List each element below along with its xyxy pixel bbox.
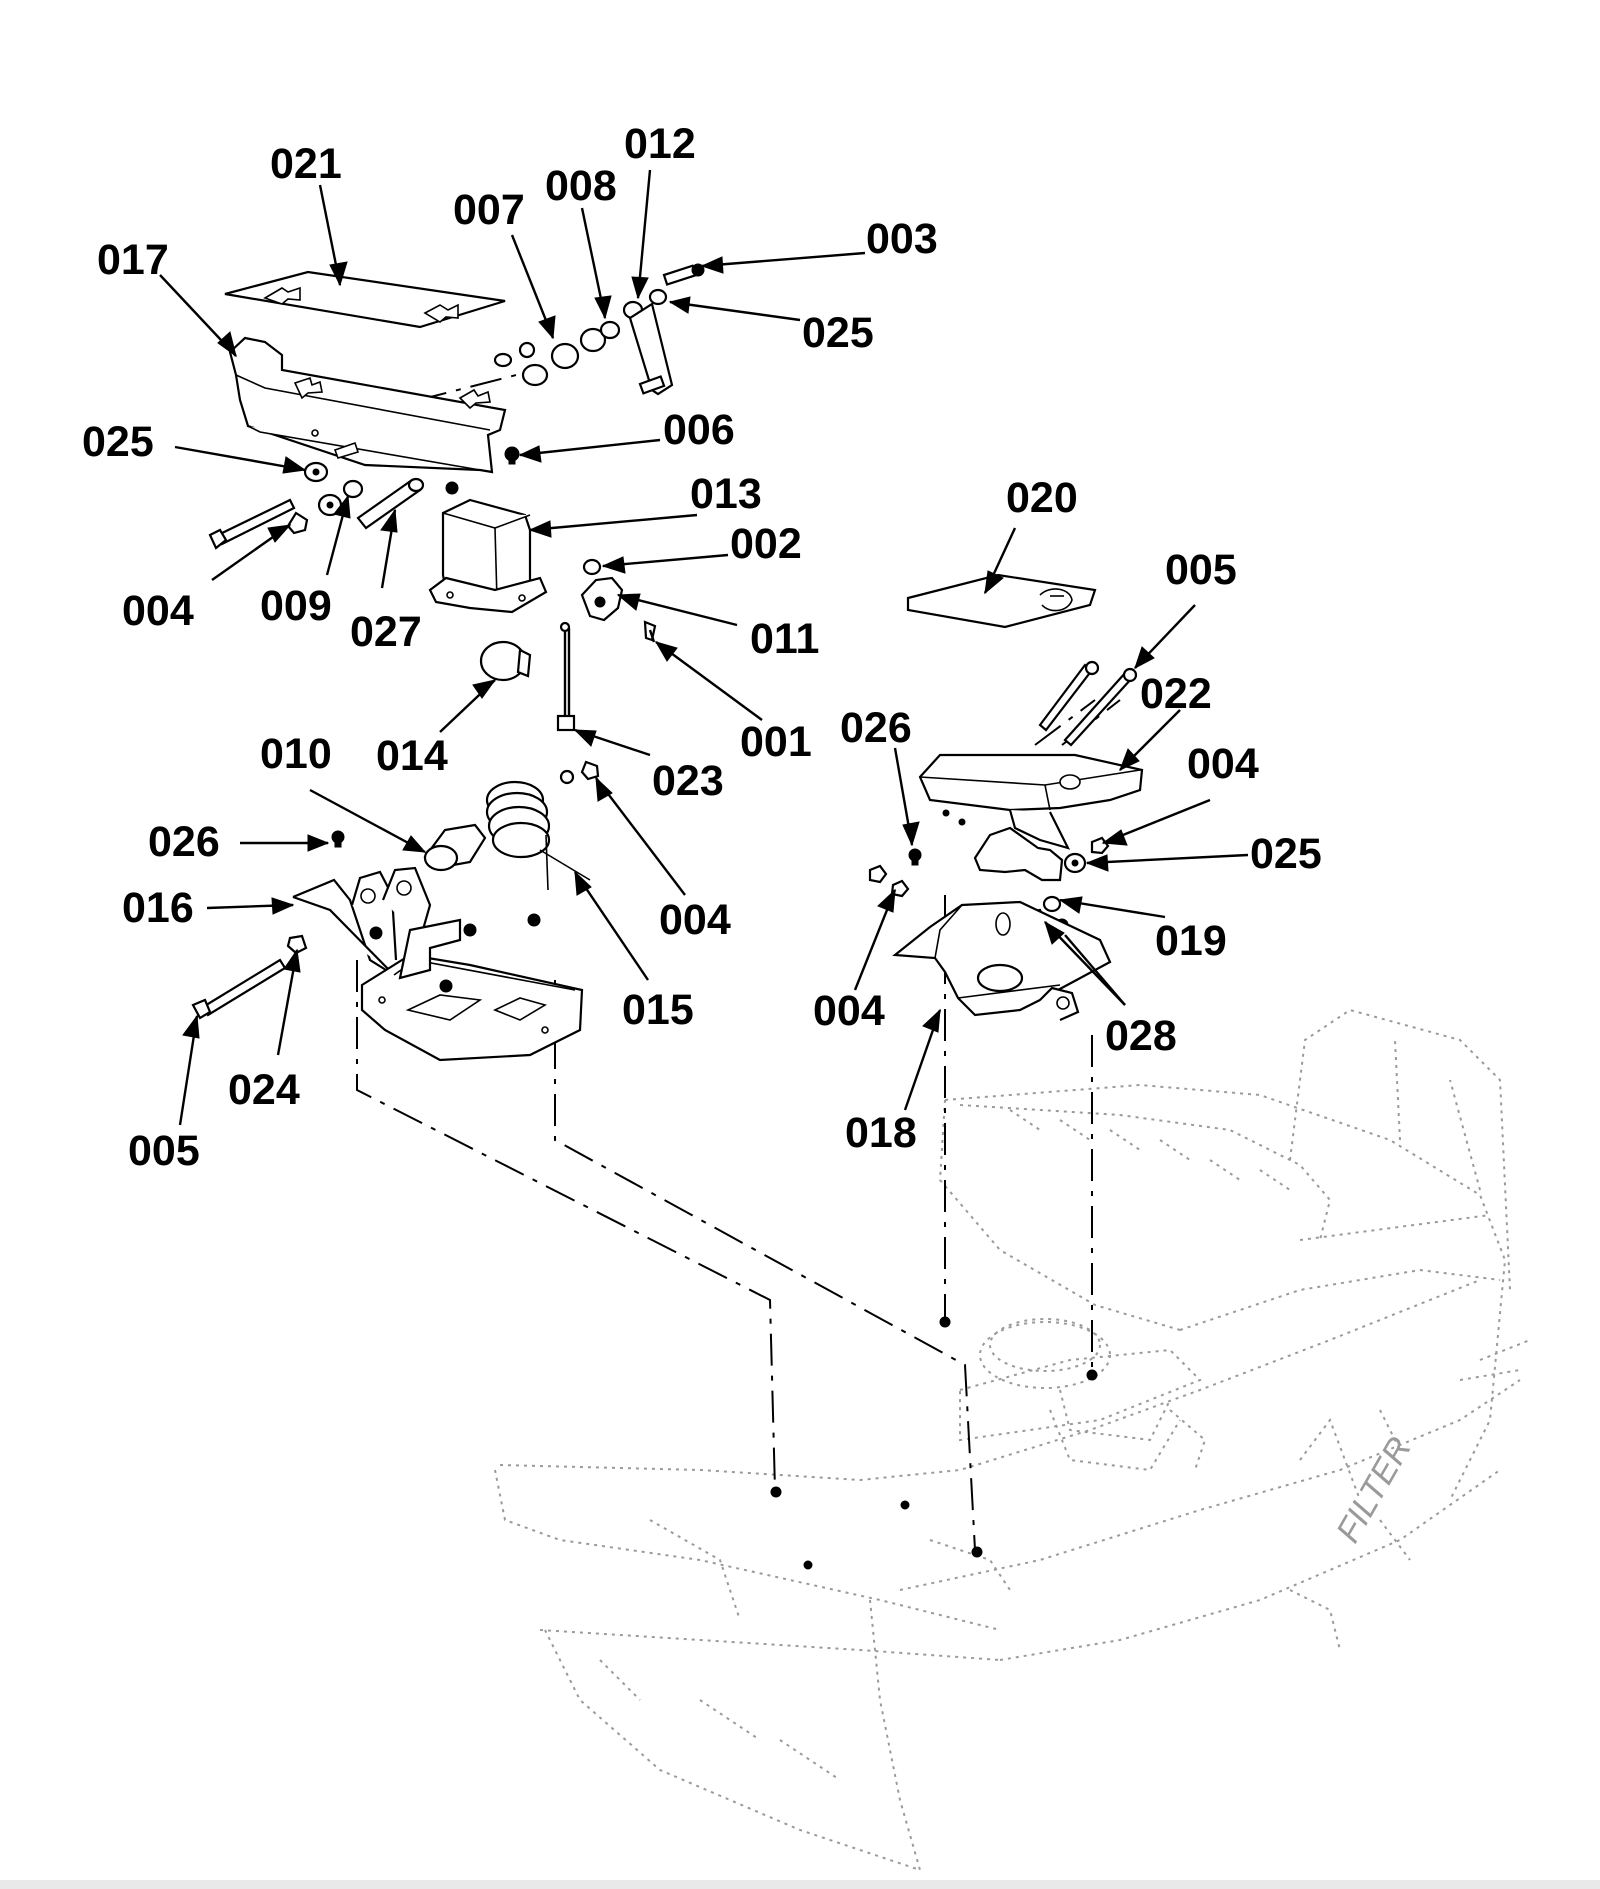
right-bolts-005 bbox=[1038, 660, 1138, 747]
cam-assembly bbox=[580, 558, 657, 643]
callout-010: 010 bbox=[260, 730, 332, 778]
callout-025-right: 025 bbox=[1250, 830, 1322, 878]
callout-002: 002 bbox=[730, 520, 802, 568]
callout-007: 007 bbox=[453, 186, 525, 234]
callout-019: 019 bbox=[1155, 917, 1227, 965]
callout-026-left: 026 bbox=[148, 818, 220, 866]
callout-005-left: 005 bbox=[128, 1127, 200, 1175]
decal-020 bbox=[906, 573, 1097, 629]
screw-006 bbox=[504, 446, 520, 465]
callout-001: 001 bbox=[740, 718, 812, 766]
bushing-010 bbox=[423, 823, 487, 872]
callout-004-mid: 004 bbox=[659, 896, 731, 944]
callout-labels: 021 017 007 008 012 003 025 025 006 013 … bbox=[82, 120, 1322, 1175]
callout-015: 015 bbox=[622, 986, 694, 1034]
callout-026-right: 026 bbox=[840, 704, 912, 752]
callout-011: 011 bbox=[750, 615, 819, 663]
callout-017: 017 bbox=[97, 236, 169, 284]
callout-028: 028 bbox=[1105, 1012, 1177, 1060]
spring-nut bbox=[559, 760, 600, 785]
callout-027: 027 bbox=[350, 608, 422, 656]
callout-022: 022 bbox=[1140, 670, 1212, 718]
callout-020: 020 bbox=[1006, 474, 1078, 522]
leader-lines bbox=[159, 169, 1249, 1126]
leader-arrowheads bbox=[182, 256, 1155, 1039]
bottom-edge-band bbox=[0, 1880, 1600, 1889]
callout-016: 016 bbox=[122, 884, 194, 932]
callout-023: 023 bbox=[652, 757, 724, 805]
pedal-022 bbox=[918, 753, 1144, 882]
callout-004-right: 004 bbox=[1187, 740, 1259, 788]
callout-013: 013 bbox=[690, 470, 762, 518]
callout-024: 024 bbox=[228, 1066, 300, 1114]
bracket-016 bbox=[292, 866, 584, 1062]
callout-005-right: 005 bbox=[1165, 546, 1237, 594]
knob-rod-assembly bbox=[479, 621, 576, 732]
callout-025-top: 025 bbox=[802, 309, 874, 357]
callout-025-left: 025 bbox=[82, 418, 154, 466]
callout-004-left: 004 bbox=[122, 587, 194, 635]
mower-body-lettering: FILTER bbox=[1329, 1431, 1419, 1549]
callout-008: 008 bbox=[545, 162, 617, 210]
hardware-stack bbox=[493, 263, 705, 396]
callout-006: 006 bbox=[663, 406, 735, 454]
callout-012: 012 bbox=[624, 120, 696, 168]
callout-004-bottom: 004 bbox=[813, 987, 885, 1035]
pedal-cover-017 bbox=[228, 336, 507, 474]
alignment-markers bbox=[770, 1316, 1098, 1570]
callout-003: 003 bbox=[866, 215, 938, 263]
bracket-018 bbox=[892, 900, 1112, 1022]
callout-021: 021 bbox=[270, 140, 342, 188]
spring-015 bbox=[485, 780, 591, 891]
switch-box-013 bbox=[428, 481, 548, 614]
callout-009: 009 bbox=[260, 582, 332, 630]
decal-021 bbox=[224, 270, 506, 329]
callout-018: 018 bbox=[845, 1109, 917, 1157]
callout-014: 014 bbox=[376, 732, 448, 780]
left-bolt-hardware bbox=[208, 461, 425, 550]
mower-body-outline: FILTER bbox=[494, 1008, 1531, 1871]
